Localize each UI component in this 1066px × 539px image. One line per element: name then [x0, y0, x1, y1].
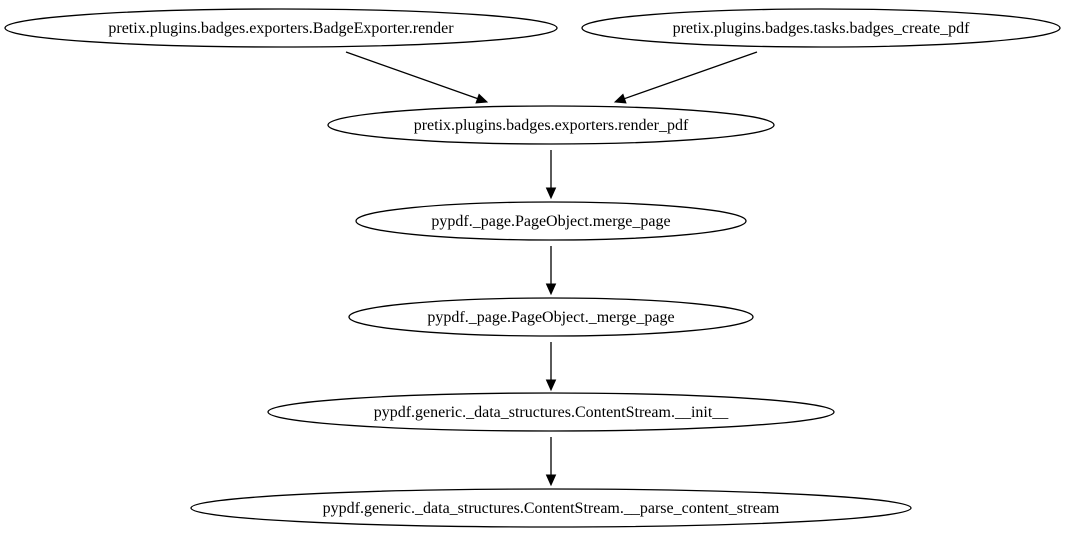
node-label: pypdf.generic._data_structures.ContentSt… — [374, 404, 730, 421]
arrowhead-icon — [545, 283, 557, 296]
node-ellipse — [355, 201, 747, 241]
edge-merge_page-to-_merge_page — [545, 246, 557, 296]
node-badges_create_pdf: pretix.plugins.badges.tasks.badges_creat… — [581, 8, 1061, 48]
arrowhead-icon — [475, 93, 489, 104]
node-label: pypdf.generic._data_structures.ContentSt… — [323, 500, 780, 517]
node-render_pdf: pretix.plugins.badges.exporters.render_p… — [327, 105, 775, 145]
edge-badge_exporter_render-to-render_pdf — [345, 51, 489, 104]
node-parse_content_stream: pypdf.generic._data_structures.ContentSt… — [190, 488, 912, 528]
node-ellipse — [190, 488, 912, 528]
arrowhead-icon — [545, 187, 557, 200]
edge-line — [624, 51, 758, 100]
arrowhead-icon — [545, 379, 557, 392]
node-merge_page: pypdf._page.PageObject.merge_page — [355, 201, 747, 241]
node-ellipse — [267, 392, 835, 432]
graph-nodes: pretix.plugins.badges.exporters.BadgeExp… — [4, 8, 1061, 528]
arrowhead-icon — [545, 474, 557, 487]
edge-badges_create_pdf-to-render_pdf — [613, 51, 758, 104]
node-label: pretix.plugins.badges.exporters.BadgeExp… — [108, 20, 454, 37]
node-label: pretix.plugins.badges.exporters.render_p… — [414, 117, 689, 134]
node-ellipse — [581, 8, 1061, 48]
node-label: pretix.plugins.badges.tasks.badges_creat… — [673, 20, 970, 37]
node-ellipse — [327, 105, 775, 145]
edge-line — [345, 51, 478, 100]
node-ellipse — [348, 297, 754, 337]
node-content_stream_init: pypdf.generic._data_structures.ContentSt… — [267, 392, 835, 432]
edge-_merge_page-to-content_stream_init — [545, 342, 557, 392]
edge-content_stream_init-to-parse_content_stream — [545, 437, 557, 487]
node-ellipse — [4, 8, 558, 48]
arrowhead-icon — [613, 93, 627, 104]
node-label: pypdf._page.PageObject.merge_page — [431, 213, 670, 230]
edge-render_pdf-to-merge_page — [545, 150, 557, 200]
node-label: pypdf._page.PageObject._merge_page — [427, 309, 674, 326]
node-_merge_page: pypdf._page.PageObject._merge_page — [348, 297, 754, 337]
node-badge_exporter_render: pretix.plugins.badges.exporters.BadgeExp… — [4, 8, 558, 48]
graph-edges — [345, 51, 758, 487]
